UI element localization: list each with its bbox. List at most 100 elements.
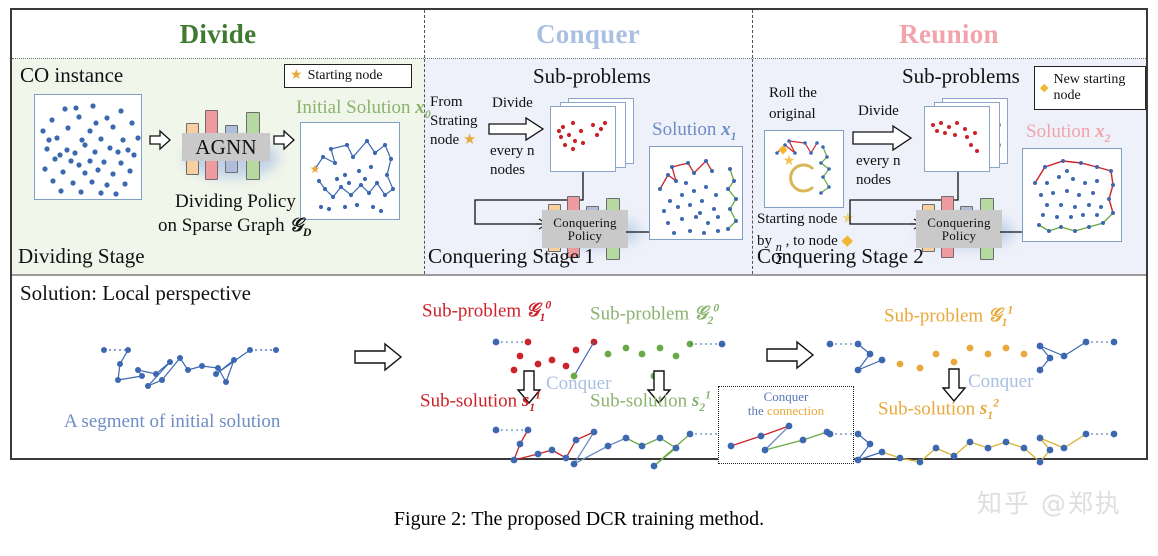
bottom-conquer-arrow-3 (941, 368, 967, 403)
starting-node-text: Starting node (757, 211, 838, 227)
rolled-original-panel: ★ ◆ (764, 130, 844, 208)
subsolution-s2-1-symbol: s (691, 390, 700, 412)
watermark: 知乎 @郑执 (977, 489, 1122, 518)
conquer-divide-line2: every n (490, 143, 535, 159)
arrow-from-agnn (273, 129, 295, 151)
subsolution-s1-1-sub: 1 (529, 401, 536, 415)
subproblem-g1-1-symbol: 𝒢 (987, 305, 1002, 327)
conquer-from-line3: node ★ (430, 132, 476, 149)
subproblem-g1-1-text: Sub-problem (884, 305, 984, 327)
agnn-module-chip: AGNN (182, 133, 270, 161)
bottom-subproblem-points (492, 338, 726, 380)
header-label-divide: Divide (179, 18, 257, 49)
header-divider-1 (424, 10, 425, 58)
subproblem-panel-front (550, 106, 616, 172)
bottom-conquer-arrow-2 (646, 370, 672, 405)
solution-x2-text: Solution (1026, 121, 1091, 142)
header-cell-conquer: Conquer (424, 10, 752, 58)
conquer-divide-line3: nodes (490, 162, 525, 178)
subproblem-g2-0-text: Sub-problem (590, 303, 690, 325)
figure-frame: Divide Conquer Reunion CO instance ★ Sta… (10, 8, 1148, 470)
subsolution-s1-1-text: Sub-solution (420, 390, 518, 412)
legend-starting-node-label: Starting node (307, 68, 383, 83)
solution-x1-subscript: 1 (730, 129, 737, 143)
dividing-policy-line2: on Sparse Graph 𝒢D (158, 216, 311, 239)
subsolution-s1-2-symbol: s (979, 398, 988, 420)
solution-x2-tour (1033, 159, 1115, 233)
subsolution-s1-1-label: Sub-solution s11 (420, 389, 541, 415)
dividing-policy-line2-text: on Sparse Graph (158, 215, 285, 236)
solution-x1-symbol: x (721, 119, 731, 140)
conquer-from-line1: From (430, 94, 463, 110)
solution-x1-tour (658, 159, 738, 235)
initial-solution-subscript: 0 (424, 107, 431, 121)
subproblem-g2-0-sub: 2 (707, 314, 714, 328)
solution-x2-panel (1022, 148, 1122, 242)
by-text: by (757, 233, 772, 249)
initial-solution-tour: ★ (310, 138, 396, 214)
bottom-arrow-2 (766, 340, 815, 370)
figure-caption: Figure 2: The proposed DCR training meth… (393, 508, 765, 530)
reunion-divide-line2: every n (856, 153, 901, 169)
bottom-conquer-label-1: Conquer (546, 373, 612, 394)
conquer2-policy-line2: Policy (941, 228, 977, 243)
subsolution-s2-1-sub: 2 (699, 401, 706, 415)
conquer-divide-line1: Divide (492, 95, 533, 111)
conquer-connection-box: Conquer the connection (718, 386, 854, 464)
conquer2-policy-chip: Conquering Policy (916, 210, 1002, 248)
solution-x2-subscript: 2 (1104, 131, 1111, 145)
subproblem-g2-0-symbol: 𝒢 (693, 303, 708, 325)
svg-text:★: ★ (783, 154, 796, 169)
subproblem-front-scatter (556, 120, 608, 152)
subsolution-s2-1-sup: 1 (705, 389, 712, 402)
header-label-reunion: Reunion (899, 18, 999, 49)
subsolution-s2-1-label: Sub-solution s21 (590, 389, 712, 415)
arrow-to-agnn (149, 129, 171, 151)
header-divider-2 (752, 10, 753, 58)
subproblem-g1-0-text: Sub-problem (422, 300, 522, 322)
subsolution-s1-2-sub: 1 (987, 409, 994, 423)
column-divider-1 (424, 59, 425, 274)
fraction-n-over-2: n 2 (775, 239, 782, 267)
bottom-conquer-arrow-1 (516, 370, 542, 405)
dividing-stage-name: Dividing Stage (18, 244, 145, 268)
conquering-stage-1-name: Conquering Stage 1 (428, 244, 595, 268)
roll-original-line1: Roll the (769, 85, 817, 101)
connection-box-line2-highlight: connection (767, 403, 825, 419)
group3-subsolution-tour (826, 430, 1118, 466)
reunion-divide-arrow (852, 124, 913, 152)
svg-text:◆: ◆ (778, 142, 788, 156)
solution-x1-label: Solution x1 (652, 120, 737, 143)
to-node-text: , to node (785, 233, 838, 249)
subproblem-g1-0-label: Sub-problem 𝒢10 (422, 299, 551, 324)
subproblem-g1-1-sub: 1 (1001, 316, 1008, 330)
initial-solution-panel: ★ (300, 122, 400, 220)
legend-new-node-line2: node (1053, 88, 1081, 103)
bottom-subsolution-tour (492, 426, 726, 470)
bottom-row-title: Solution: Local perspective (20, 281, 251, 305)
conquer1-policy-line1: Conquering (553, 214, 617, 230)
conquer1-policy-line2: Policy (567, 228, 603, 243)
sparse-graph-symbol: 𝒢 (289, 215, 303, 236)
diamond-icon: ◆ (1040, 81, 1049, 94)
segment-caption: A segment of initial solution (64, 411, 281, 432)
subsolution-s1-2-label: Sub-solution s12 (878, 397, 999, 423)
conquer-from-line2: Strating (430, 113, 478, 129)
legend-new-node-line1: New starting (1053, 72, 1126, 88)
conquer-divide-arrow (488, 116, 545, 142)
solution-x1-text: Solution (652, 119, 717, 140)
reunion-divide-line3: nodes (856, 172, 891, 188)
star-icon-reunion: ★ (841, 211, 855, 227)
dividing-policy-line1: Dividing Policy (175, 191, 296, 212)
initial-solution-label: Initial Solution x0 (296, 98, 431, 121)
roll-original-line2: original (769, 106, 816, 122)
rolled-original-tour: ★ ◆ (775, 139, 831, 195)
solution-x2-symbol: x (1095, 121, 1105, 142)
header-cell-reunion: Reunion (752, 10, 1146, 58)
header-bottom-rule (12, 58, 1146, 59)
bottom-arrow-1 (354, 342, 403, 372)
fraction-numerator: n (775, 239, 782, 254)
subproblem-g1-1-label: Sub-problem 𝒢11 (884, 304, 1013, 330)
reunion-divide-line1: Divide (858, 103, 899, 119)
header-label-conquer: Conquer (535, 18, 641, 49)
